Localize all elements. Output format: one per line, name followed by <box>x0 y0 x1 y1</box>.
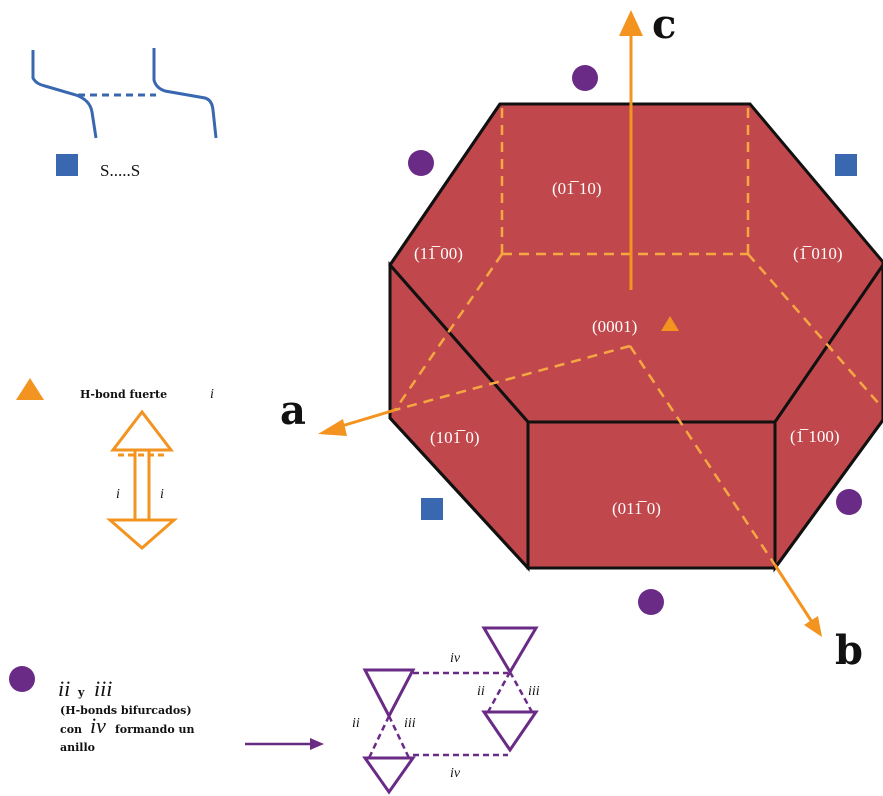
blue-square-marker <box>835 154 857 176</box>
ring-iii-right: iii <box>528 684 540 699</box>
purple-arrow <box>245 738 324 750</box>
bif-con: con <box>60 723 82 736</box>
label-face-front: (011̅ 0) <box>612 499 661 518</box>
ss-bond-sketch <box>31 48 218 139</box>
bif-iv: iv <box>90 713 106 738</box>
purple-circle-marker <box>638 589 664 615</box>
ring-ii-right: ii <box>477 684 485 699</box>
legend-bifurcated: ii y iii (H-bonds bifurcados) con iv for… <box>9 626 540 795</box>
label-face-top-back: (01̅ 10) <box>552 179 602 198</box>
legend-strong-hbond: H-bond fuerte i i i <box>16 378 214 550</box>
ring-iv-top: iv <box>450 651 461 666</box>
blue-square-icon <box>56 154 78 176</box>
axis-b: b <box>773 564 863 674</box>
ss-label: S.....S <box>100 161 140 180</box>
hidden-edges <box>393 108 881 566</box>
legend-ss: S.....S <box>31 48 218 180</box>
bif-line2-rest: formando un <box>115 723 194 736</box>
label-face-basal: (0001) <box>592 317 637 336</box>
strong-left-numeral: i <box>116 487 120 502</box>
blue-square-marker <box>421 498 443 520</box>
bifurcated-ring-glyph <box>362 626 539 795</box>
bif-iii: iii <box>94 676 112 701</box>
label-face-right-front: (1̅ 100) <box>790 427 840 446</box>
strong-hbond-numeral: i <box>210 387 214 402</box>
bif-y: y <box>77 686 85 699</box>
ring-iii-left: iii <box>404 716 416 731</box>
crystal-outline <box>388 103 883 570</box>
face-right-front <box>773 262 883 573</box>
basal-triangle-marker <box>661 316 679 331</box>
strong-right-numeral: i <box>160 487 164 502</box>
bif-line3: anillo <box>60 741 95 754</box>
purple-circle-marker <box>572 65 598 91</box>
orange-triangle-icon <box>16 378 44 400</box>
crystal: c a b (01̅ 10) (11̅ 00) (1̅ 010) (0001) … <box>280 1 883 674</box>
label-face-left-front: (101̅ 0) <box>430 428 480 447</box>
label-face-left-back: (11̅ 00) <box>414 244 463 263</box>
axis-a: a <box>280 387 396 436</box>
ring-iv-bottom: iv <box>450 766 461 781</box>
ring-ii-left: ii <box>352 716 360 731</box>
purple-circle-marker <box>836 489 862 515</box>
axis-b-label: b <box>835 627 863 674</box>
bif-line1: (H-bonds bifurcados) <box>60 704 192 717</box>
face-front <box>526 420 777 570</box>
purple-circle-marker <box>408 150 434 176</box>
label-face-right-back: (1̅ 010) <box>793 244 843 263</box>
purple-circle-icon <box>9 666 35 692</box>
axis-a-label: a <box>280 387 306 434</box>
axis-c: c <box>619 1 676 290</box>
bif-ii: ii <box>58 676 70 701</box>
strong-hbond-glyph <box>106 409 178 550</box>
strong-hbond-label: H-bond fuerte <box>80 388 167 401</box>
axis-c-label: c <box>652 1 676 48</box>
